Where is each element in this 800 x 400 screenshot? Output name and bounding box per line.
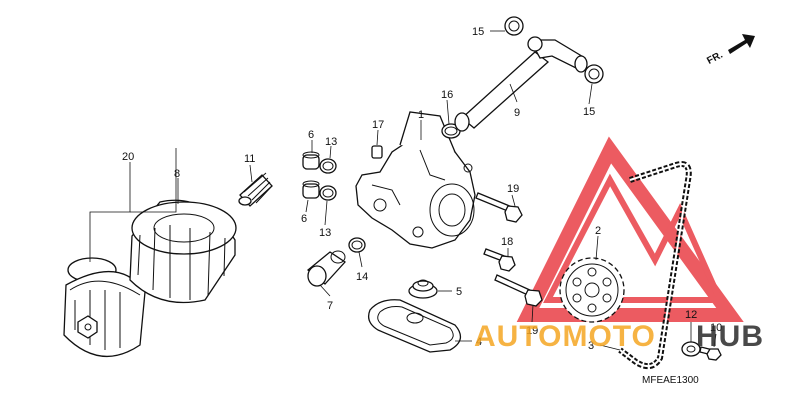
diagram-code: MFEAE1300 (642, 375, 699, 386)
oring-14 (348, 237, 366, 253)
oil-screen-nipple (238, 172, 273, 207)
callout-9: 9 (514, 107, 520, 119)
watermark-logo (516, 136, 744, 322)
callout-5: 5 (456, 286, 462, 298)
front-direction-indicator: FR. (705, 34, 755, 67)
callout-16: 16 (441, 89, 453, 101)
callout-labels: 20 8 11 6 13 6 13 17 1 16 15 9 15 19 18 … (122, 26, 722, 352)
watermark-triangle-inner (543, 173, 725, 303)
callout-6-upper: 6 (308, 129, 314, 141)
bolt-19-lower (494, 274, 543, 307)
oil-pump-body (355, 111, 476, 249)
bolt-10 (699, 346, 722, 361)
direction-label: FR. (705, 49, 725, 66)
grommet-5 (408, 279, 438, 299)
callout-8: 8 (174, 168, 180, 180)
oring-16 (441, 123, 461, 139)
callout-4: 4 (476, 336, 482, 348)
oil-pipe (454, 36, 588, 132)
callout-10: 10 (710, 322, 722, 334)
callout-3: 3 (588, 340, 594, 352)
callout-15-right: 15 (583, 106, 595, 118)
drive-chain-3 (618, 161, 692, 370)
watermark-brand-part2: HUB (696, 320, 764, 353)
callout-11: 11 (244, 153, 255, 165)
front-arrow-icon (728, 34, 755, 54)
callout-13-lower: 13 (319, 227, 331, 239)
callout-17: 17 (372, 119, 384, 131)
callout-2: 2 (595, 225, 601, 237)
watermark-text: AUTOMOTO HUB (474, 320, 764, 353)
sprocket-2 (559, 257, 625, 323)
bolt-19-upper (475, 192, 523, 223)
callout-12: 12 (685, 309, 697, 321)
callout-13-upper: 13 (325, 136, 337, 148)
leader-lines (89, 30, 717, 351)
callout-15-top: 15 (472, 26, 484, 38)
callout-1: 1 (418, 109, 424, 121)
watermark-triangle-outer (516, 136, 744, 322)
callout-7: 7 (327, 300, 333, 312)
filter-hex-nut (77, 315, 98, 339)
callout-19-lower: 19 (526, 325, 538, 337)
callout-14: 14 (356, 271, 368, 283)
oil-filter-cap (63, 257, 146, 358)
callout-20: 20 (122, 151, 134, 163)
callout-6-lower: 6 (301, 213, 307, 225)
bolt-18 (483, 248, 516, 272)
callout-18: 18 (501, 236, 513, 248)
dowel-pins-and-orings (302, 151, 337, 201)
watermark-brand-part1: AUTOMOTO (474, 320, 656, 353)
oring-15-top (504, 16, 524, 36)
callout-19-upper: 19 (507, 183, 519, 195)
oring-15-right (584, 64, 604, 84)
joint-collar-7 (306, 250, 346, 287)
pin-17 (371, 145, 383, 159)
strainer-plate-4 (367, 299, 462, 353)
oil-filter-element (129, 199, 237, 304)
